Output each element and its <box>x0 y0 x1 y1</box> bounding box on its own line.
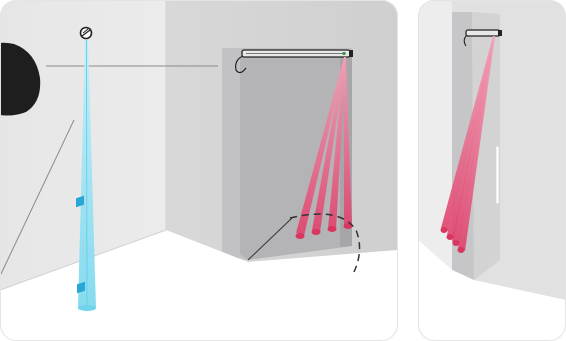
light-curtain-core <box>86 39 88 309</box>
detection-beam-4 <box>344 57 352 226</box>
side-beam-footprint-3 <box>452 240 460 246</box>
side-sensor-bar-icon <box>463 29 502 47</box>
beam-footprint-4 <box>343 223 353 229</box>
side-detection-beams <box>440 36 495 253</box>
door-swing-arc <box>289 213 361 273</box>
door-leaf <box>240 52 352 260</box>
side-floor <box>418 240 566 341</box>
door-handle-icon <box>495 145 500 205</box>
beam-footprint-2 <box>311 229 321 235</box>
curtain-marker-lower <box>77 281 85 294</box>
curtain-marker-upper <box>76 195 84 208</box>
detection-beam-2 <box>312 57 346 232</box>
side-beam-3 <box>452 36 495 244</box>
light-curtain-footprint <box>78 305 96 311</box>
side-beam-footprint-2 <box>446 234 454 240</box>
magnified-sensor-icon <box>0 42 41 116</box>
side-view <box>418 0 566 341</box>
side-beam-footprint-1 <box>440 227 448 233</box>
detection-beam-3 <box>328 57 346 229</box>
floor <box>0 230 398 341</box>
side-beam-footprint-4 <box>457 247 465 253</box>
detection-beams <box>295 57 353 239</box>
beam-footprint-3 <box>327 226 337 232</box>
door-swing-line <box>247 217 293 261</box>
side-beam-4 <box>458 36 495 251</box>
callout-line-diagonal <box>0 119 75 277</box>
beam-footprint-1 <box>295 233 305 239</box>
detection-beam-1 <box>296 57 346 236</box>
installation-room-view <box>0 0 398 341</box>
side-beam-1 <box>441 36 495 231</box>
side-door-face <box>472 12 500 280</box>
door-sensor-bar-icon <box>235 49 353 74</box>
ceiling-sensor-icon <box>79 26 93 40</box>
